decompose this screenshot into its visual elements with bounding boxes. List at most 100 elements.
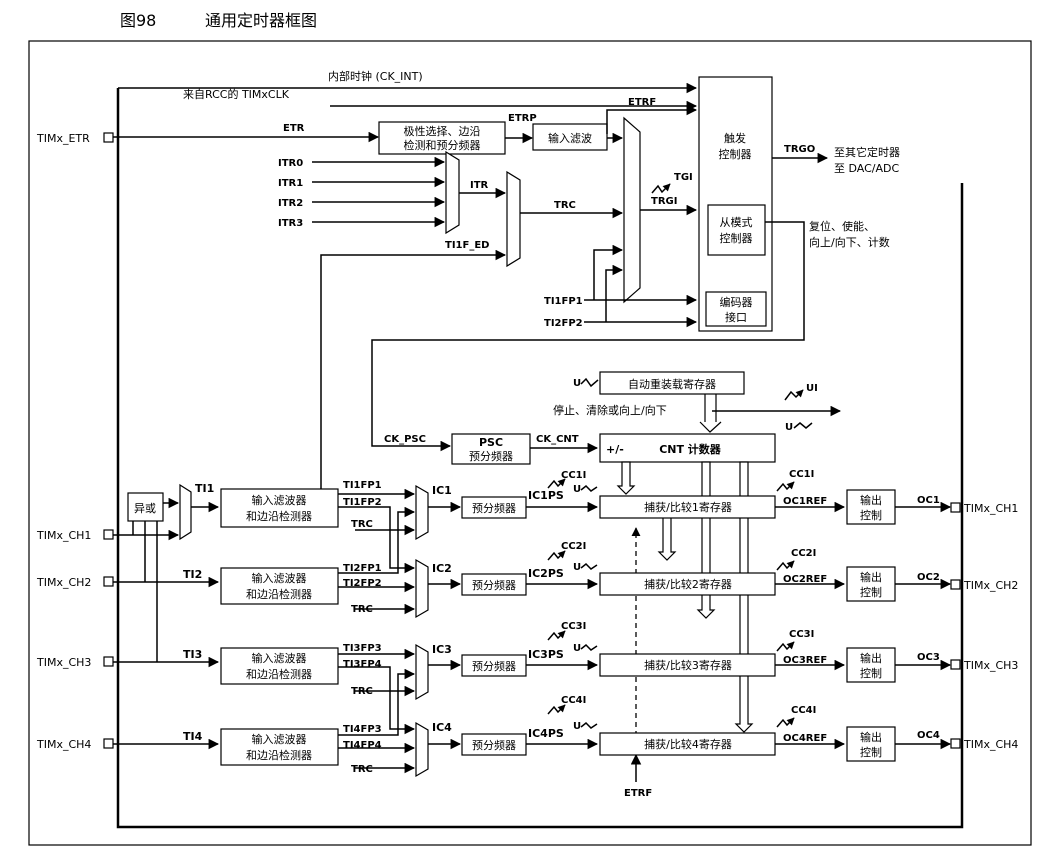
cc-register-2: 捕获/比较2寄存器	[599, 572, 776, 596]
output-control-3: 输出 控制	[846, 647, 896, 683]
ti2fp2-to-mux	[605, 264, 624, 322]
cc4i-out-arrow	[776, 717, 795, 728]
svg-text:输出: 输出	[860, 651, 882, 665]
svg-text:控制: 控制	[860, 508, 882, 522]
cc2i-out-label: CC2I	[791, 548, 816, 559]
etr-polarity-block: 极性选择、边沿 检测和预分频器	[378, 121, 506, 155]
ic4ps-label: IC4PS	[528, 727, 564, 740]
svg-text:TIMx_CH3: TIMx_CH3	[36, 656, 91, 669]
etrf-label: ETRF	[628, 97, 656, 108]
trgi-label: TRGI	[651, 196, 677, 207]
input-filter-3: 输入滤波器 和边沿检测器	[220, 647, 339, 685]
trgo-dest-1: 至其它定时器	[834, 145, 900, 159]
auto-reload-register: 自动重装载寄存器	[599, 371, 745, 395]
etrf-bottom-label: ETRF	[624, 788, 652, 799]
trc-1-label: TRC	[351, 519, 373, 530]
ti1fp1-to-mux	[593, 244, 624, 300]
timxclk-label: 来自RCC的 TIMxCLK	[183, 87, 290, 101]
svg-text:极性选择、边沿: 极性选择、边沿	[404, 124, 481, 138]
oc1ref-label: OC1REF	[783, 496, 827, 507]
ti1f-ed-line	[320, 249, 507, 520]
figure-number: 图98	[120, 11, 156, 30]
u-arr-arrow	[580, 377, 599, 388]
cc2i-in-arrow	[547, 550, 566, 561]
icps-lines	[526, 501, 599, 750]
cc4i-out-label: CC4I	[791, 705, 816, 716]
trigger-select-mux	[506, 170, 521, 268]
svg-text:TIMx_CH4: TIMx_CH4	[36, 738, 91, 751]
svg-text:输入滤波器: 输入滤波器	[252, 651, 307, 665]
ic3ps-label: IC3PS	[528, 648, 564, 661]
svg-text:TIMx_CH2: TIMx_CH2	[963, 579, 1018, 592]
svg-text:输出: 输出	[860, 730, 882, 744]
svg-text:TIMx_CH1: TIMx_CH1	[963, 502, 1018, 515]
oc-lines	[895, 501, 952, 750]
ck-int-label: 内部时钟 (CK_INT)	[328, 69, 423, 83]
ic4-prescaler: 预分频器	[461, 733, 527, 756]
svg-text:控制器: 控制器	[720, 231, 753, 245]
oc1-label: OC1	[917, 495, 940, 506]
svg-text:U: U	[573, 721, 581, 732]
cc3i-out-arrow	[776, 641, 795, 652]
ti1fp2-label: TI1FP2	[343, 497, 382, 508]
pin-timx-ch2: TIMx_CH2	[36, 576, 114, 589]
xor-gate: 异或	[127, 492, 164, 522]
ti3fp3-label: TI3FP3	[343, 643, 382, 654]
tgi-label: TGI	[674, 172, 693, 183]
cc3i-out-label: CC3I	[789, 629, 814, 640]
ti1fp1-top-label: TI1FP1	[544, 296, 583, 307]
svg-text:输出: 输出	[860, 493, 882, 507]
u-cnt-label: U	[785, 422, 793, 433]
cc1i-out-arrow	[776, 481, 795, 492]
oc4-label: OC4	[917, 730, 940, 741]
svg-text:输出: 输出	[860, 570, 882, 584]
pin-out-ch4: TIMx_CH4	[950, 738, 1018, 751]
trc-2-label: TRC	[351, 604, 373, 615]
svg-text:ITR3: ITR3	[278, 218, 303, 229]
svg-text:ITR2: ITR2	[278, 198, 303, 209]
ti1-label: TI1	[195, 482, 214, 495]
itr-mux	[445, 150, 460, 235]
ic2-mux	[415, 558, 429, 619]
svg-text:触发: 触发	[724, 131, 746, 145]
ic1-mux	[415, 484, 429, 541]
slave-mode-controller: 从模式 控制器	[707, 204, 766, 256]
pin-timx-etr: TIMx_ETR	[36, 132, 114, 145]
ti4-label: TI4	[183, 730, 203, 743]
svg-text:预分频器: 预分频器	[469, 449, 513, 463]
main-bus	[116, 88, 964, 829]
svg-text:检测和预分频器: 检测和预分频器	[404, 138, 481, 152]
svg-text:PSC: PSC	[479, 436, 503, 449]
ocref-lines	[775, 501, 846, 750]
ti2fp2-label: TI2FP2	[343, 578, 382, 589]
svg-text:编码器: 编码器	[720, 295, 753, 309]
svg-text:+/-: +/-	[606, 443, 624, 456]
ti3fp4-label: TI3FP4	[343, 659, 382, 670]
svg-text:TIMx_CH4: TIMx_CH4	[963, 738, 1018, 751]
svg-text:CNT 计数器: CNT 计数器	[659, 442, 722, 456]
ti4fp4-label: TI4FP4	[343, 740, 382, 751]
pin-out-ch2: TIMx_CH2	[950, 579, 1018, 592]
trgo-dest-2: 至 DAC/ADC	[834, 162, 899, 175]
svg-text:TIMx_CH1: TIMx_CH1	[36, 529, 91, 542]
cnt-counter: +/- CNT 计数器	[599, 433, 776, 463]
svg-text:U: U	[573, 643, 581, 654]
svg-text:和边沿检测器: 和边沿检测器	[246, 587, 312, 601]
svg-text:捕获/比较3寄存器: 捕获/比较3寄存器	[644, 658, 732, 672]
oc3-label: OC3	[917, 652, 940, 663]
svg-text:U: U	[573, 484, 581, 495]
ti3-label: TI3	[183, 648, 202, 661]
ic3-mux	[415, 643, 429, 701]
ic2-prescaler: 预分频器	[461, 573, 527, 596]
tgi-arrow	[651, 183, 671, 194]
svg-text:U: U	[573, 562, 581, 573]
svg-text:控制器: 控制器	[719, 147, 752, 161]
ic1-prescaler: 预分频器	[461, 496, 527, 519]
cc4i-in-arrow	[547, 704, 566, 715]
arr-to-cnt-arrow	[699, 394, 722, 433]
svg-text:输入滤波器: 输入滤波器	[252, 571, 307, 585]
oc4ref-label: OC4REF	[783, 733, 827, 744]
ti1-select-mux	[179, 483, 192, 541]
ic2-label: IC2	[432, 562, 452, 575]
